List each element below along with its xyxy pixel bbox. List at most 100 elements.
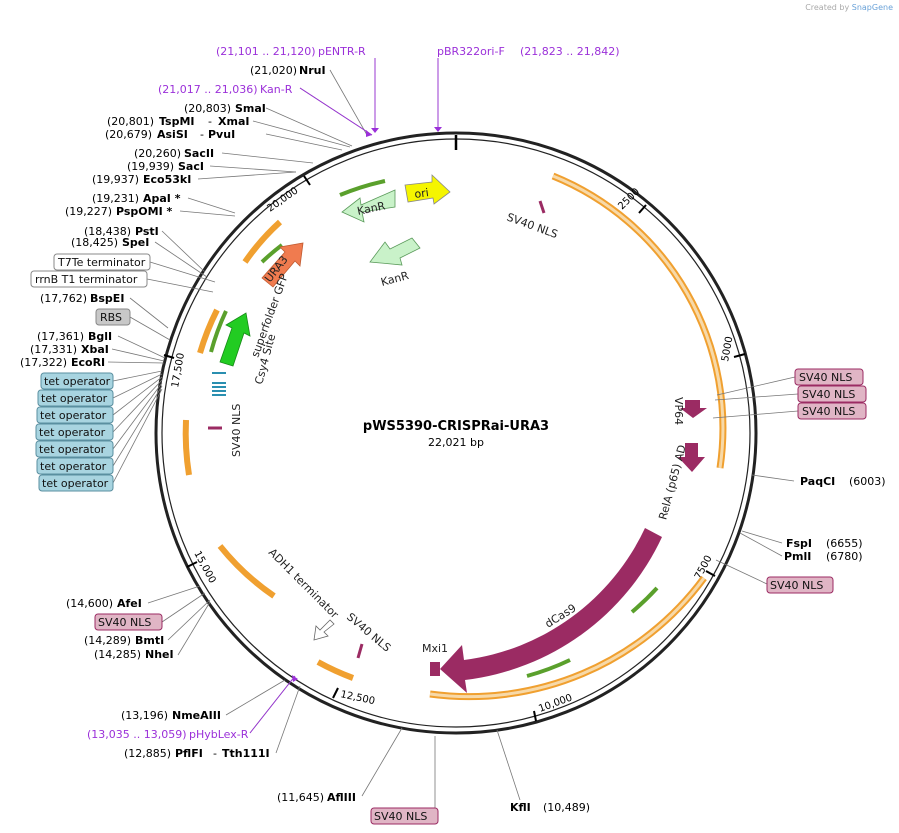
tick-mark-12500 [332, 687, 339, 699]
site-bgli-pos: (17,361) [37, 330, 84, 343]
primer-pentr-range: (21,101 .. 21,120) [216, 45, 316, 58]
site-kfli-pos: (10,489) [543, 801, 590, 814]
leader-sacii [221, 152, 314, 164]
nls-bottom-box [370, 807, 439, 825]
site-psp-name: PspOMI * [116, 205, 173, 218]
site-tth-name: Tth111I [222, 747, 270, 760]
site-bspei-pos: (17,762) [40, 292, 87, 305]
tick-mark-7500 [705, 570, 716, 577]
primer-markers [292, 127, 442, 682]
leader-kfli [496, 729, 521, 801]
mxi1-block [430, 662, 440, 676]
tick-2500: 2500 [616, 186, 642, 212]
site-asisi-pos: (20,679) [105, 128, 152, 141]
leader-pmli [739, 532, 783, 557]
leader-tet-4 [112, 379, 163, 433]
sv40-top-label: SV40 NLS [505, 211, 560, 241]
tick-mark-20000 [303, 175, 311, 186]
leader-xmai [252, 120, 351, 148]
site-apai-name: ApaI * [143, 192, 181, 205]
primer-pentr-name: pENTR-R [318, 45, 366, 58]
scale-ticks [163, 175, 746, 722]
site-psp-pos: (19,227) [65, 205, 112, 218]
leader-nls-r2 [714, 393, 799, 401]
tet-text-1: tet operator [44, 375, 111, 388]
site-ecori-pos: (17,322) [20, 356, 67, 369]
site-eco53-pos: (19,937) [92, 173, 139, 186]
tet-box-7 [38, 474, 114, 492]
orange-band-left [182, 419, 192, 476]
tet-text-5: tet operator [39, 443, 106, 456]
site-xbai-name: XbaI [81, 343, 109, 356]
tet-mark-5 [212, 372, 226, 374]
site-sacii-pos: (20,260) [134, 147, 181, 160]
primer-phyb-line [249, 675, 296, 734]
rbs-box [95, 308, 131, 326]
sv40-top-mark [538, 200, 546, 214]
site-pmli-pos: (6780) [826, 550, 863, 563]
backbone-outer [154, 131, 758, 735]
leader-tet-6 [112, 385, 163, 467]
site-nhei-pos: (14,285) [94, 648, 141, 661]
green-arc-1 [339, 179, 386, 197]
tet-text-7: tet operator [42, 477, 109, 490]
tick-mark-10000 [533, 710, 537, 722]
tick-5000: 5000 [720, 336, 735, 363]
orange-band-right-core [552, 174, 725, 469]
primer-kanr-name: Kan-R [260, 83, 293, 96]
tick-7500: 7500 [693, 554, 715, 582]
kanr-free-arrow [369, 237, 421, 266]
adh1-label: ADH1 terminator [266, 546, 341, 621]
snapgene-logo: SnapGene [851, 3, 893, 12]
leader-tet-2 [112, 373, 163, 399]
leader-xbai [111, 348, 165, 362]
rrnb-box [30, 270, 148, 288]
site-nrui-pos: (21,020) [250, 64, 297, 77]
rela-label: RelA (p65) AD [656, 443, 689, 521]
tet-box-2 [37, 389, 114, 407]
primer-phyb-marker [292, 675, 298, 682]
site-saci-name: SacI [178, 160, 204, 173]
t7te-box [53, 253, 151, 271]
leader-paqci [751, 474, 795, 482]
leader-nmea [225, 679, 286, 716]
sv40-lower-label: SV40 NLS [344, 610, 393, 654]
leader-rrnb [146, 278, 214, 293]
site-pflfi-pos: (12,885) [124, 747, 171, 760]
site-paqci-name: PaqCI [800, 475, 835, 488]
ori-label: ori [414, 186, 430, 201]
tet-mark-2 [212, 386, 226, 388]
primer-pentr-marker [371, 128, 379, 133]
t7te-text: T7Te terminator [57, 256, 146, 269]
orange-band-left2 [197, 308, 220, 354]
leader-tet-1 [112, 370, 163, 382]
leader-psti [161, 230, 206, 273]
nls-left-text: SV40 NLS [98, 616, 151, 629]
tet-text-2: tet operator [41, 392, 108, 405]
tet-box-6 [36, 457, 114, 475]
leader-afei [147, 585, 201, 604]
site-afliii-name: AflIII [327, 791, 356, 804]
site-tth-dash: - [213, 747, 217, 760]
mxi1-label: Mxi1 [422, 642, 448, 655]
site-afei-pos: (14,600) [66, 597, 113, 610]
leader-pflfi [275, 685, 301, 754]
nls-right-box-1 [794, 368, 864, 386]
primer-kanr-range: (21,017 .. 21,036) [158, 83, 258, 96]
kanr-free-label: KanR [379, 269, 410, 289]
snapgene-credit: Created by SnapGene [805, 3, 893, 12]
nls-right-box-2 [797, 385, 867, 403]
tick-mark-2500 [638, 204, 647, 214]
sfgfp-arrow [219, 312, 251, 367]
nls-right-box-3 [797, 402, 867, 420]
green-arc-3 [209, 310, 228, 353]
orange-band-upperleft [242, 219, 283, 264]
site-pvui-name: PvuI [208, 128, 235, 141]
leader-tet-7 [112, 388, 163, 484]
primer-pbr-name: pBR322ori-F [437, 45, 505, 58]
leader-afliii [361, 727, 403, 797]
site-psti-pos: (18,438) [84, 225, 131, 238]
site-asisi-name: AsiSI [157, 128, 188, 141]
tet-box-3 [36, 406, 114, 424]
orange-band-adh1 [217, 544, 276, 599]
